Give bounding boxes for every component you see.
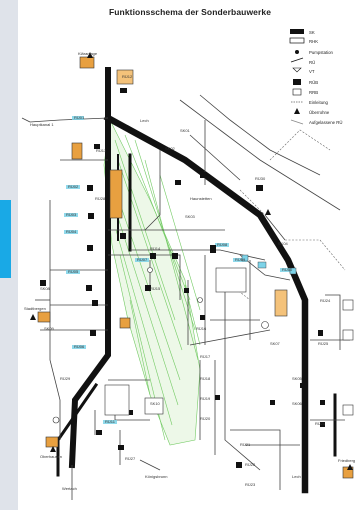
- legend-rub-symbol: [293, 79, 301, 85]
- structure-label: SK05: [292, 376, 303, 381]
- node-klaerwerk: Kläranlage: [78, 51, 98, 56]
- legend-pump-symbol: [295, 50, 299, 54]
- structure-label: RÜ09: [235, 257, 246, 262]
- structure-label: RÜ23: [245, 482, 256, 487]
- legend-label: VT: [309, 69, 315, 74]
- legend-rrb-symbol: [293, 89, 301, 95]
- legend-label: Aufgelassene RÜ: [309, 120, 342, 125]
- structure-label: RÜ21: [240, 442, 251, 447]
- structure-label: SK08: [40, 286, 51, 291]
- node-friedberg: Friedberg: [338, 458, 355, 463]
- structure-label: RÜ28: [95, 196, 106, 201]
- legend-label: Überrohne: [309, 110, 330, 115]
- legend-label: RRB: [309, 90, 318, 95]
- structure-label: SK06: [292, 401, 303, 406]
- legend-label: SK: [309, 30, 315, 35]
- legend-abandoned-symbol: [291, 120, 303, 124]
- structure-label: RÜ30: [255, 176, 266, 181]
- structure-label: RÜ10: [282, 267, 293, 272]
- structure-label: RÜ14: [150, 246, 161, 251]
- structure-label: RÜ27: [125, 456, 136, 461]
- structure-label: RÜ25: [318, 341, 329, 346]
- structure-label: RÜ16: [196, 326, 207, 331]
- structure-label: RÜ19: [200, 396, 211, 401]
- legend-sk-symbol: [290, 29, 304, 34]
- node-lech-top: Lech: [140, 118, 149, 123]
- node-oberhausen: Oberhausen: [40, 454, 62, 459]
- legend-label: Einleitung: [309, 100, 328, 105]
- node-lech-bottom: Lech: [292, 474, 301, 479]
- structure-label: RÜ29: [60, 376, 71, 381]
- structure-label: RÜ22: [245, 462, 256, 467]
- node-koenigsbrunn: Königsbrunn: [145, 474, 167, 479]
- structure-label: RÜ17: [200, 354, 211, 359]
- legend-label: RÜ: [309, 60, 315, 65]
- legend-triangle-symbol: [294, 108, 300, 114]
- structure-label: RÜ01: [74, 115, 85, 120]
- structure-label: RÜ18: [200, 376, 211, 381]
- structure-label: RÜ02: [68, 184, 79, 189]
- node-wertach: Wertach: [62, 486, 77, 491]
- legend-label: RÜB: [309, 80, 318, 85]
- structure-label: RÜ06: [74, 344, 85, 349]
- structure-label: SK04: [278, 241, 289, 246]
- structure-label: RÜ05: [68, 269, 79, 274]
- structure-label: RÜ03: [66, 212, 77, 217]
- structure-label: RÜ26: [315, 421, 326, 426]
- structure-label: SK07: [270, 341, 281, 346]
- legend-rhk-symbol: [290, 38, 304, 43]
- structure-label: RÜ08: [217, 242, 228, 247]
- structure-label: RÜ04: [66, 229, 77, 234]
- legend-ru-symbol: [291, 58, 303, 62]
- legend-label: RHK: [309, 39, 318, 44]
- node-stadtbergen: Stadtbergen: [24, 306, 46, 311]
- legend-label: Pumpstation: [309, 50, 333, 55]
- legend-vt-symbol: [293, 68, 301, 72]
- main-channels: [58, 70, 335, 490]
- structure-label: SK09: [44, 326, 55, 331]
- structure-label: RÜ07: [137, 257, 148, 262]
- legend: SK RHK Pumpstation RÜ VT RÜB RRB Einleit…: [290, 29, 342, 125]
- structure-label: RÜ20: [200, 416, 211, 421]
- structure-label: RÜ24: [320, 298, 331, 303]
- structure-label: SK03: [185, 214, 196, 219]
- structure-label: SK01: [180, 128, 191, 133]
- structure-label: SK02: [165, 146, 176, 151]
- node-haunstetten: Haunstetten: [190, 196, 212, 201]
- structure-label: RÜ13: [96, 148, 107, 153]
- node-hauptkanal: Hauptkanal 1: [30, 122, 54, 127]
- structure-label: RÜ12: [122, 74, 133, 79]
- structure-label: RÜ11: [105, 419, 116, 424]
- structure-label: RÜ15: [150, 286, 161, 291]
- structure-label: SK10: [150, 401, 161, 406]
